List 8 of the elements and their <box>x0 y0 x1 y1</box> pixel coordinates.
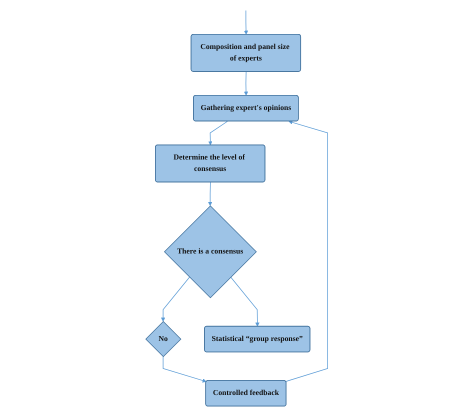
arrow <box>208 120 228 146</box>
arrow <box>286 120 328 382</box>
arrow <box>161 276 190 322</box>
arrow <box>244 71 248 96</box>
arrow <box>244 10 248 35</box>
arrow <box>208 182 213 206</box>
arrow <box>230 276 260 327</box>
arrow <box>163 356 207 383</box>
